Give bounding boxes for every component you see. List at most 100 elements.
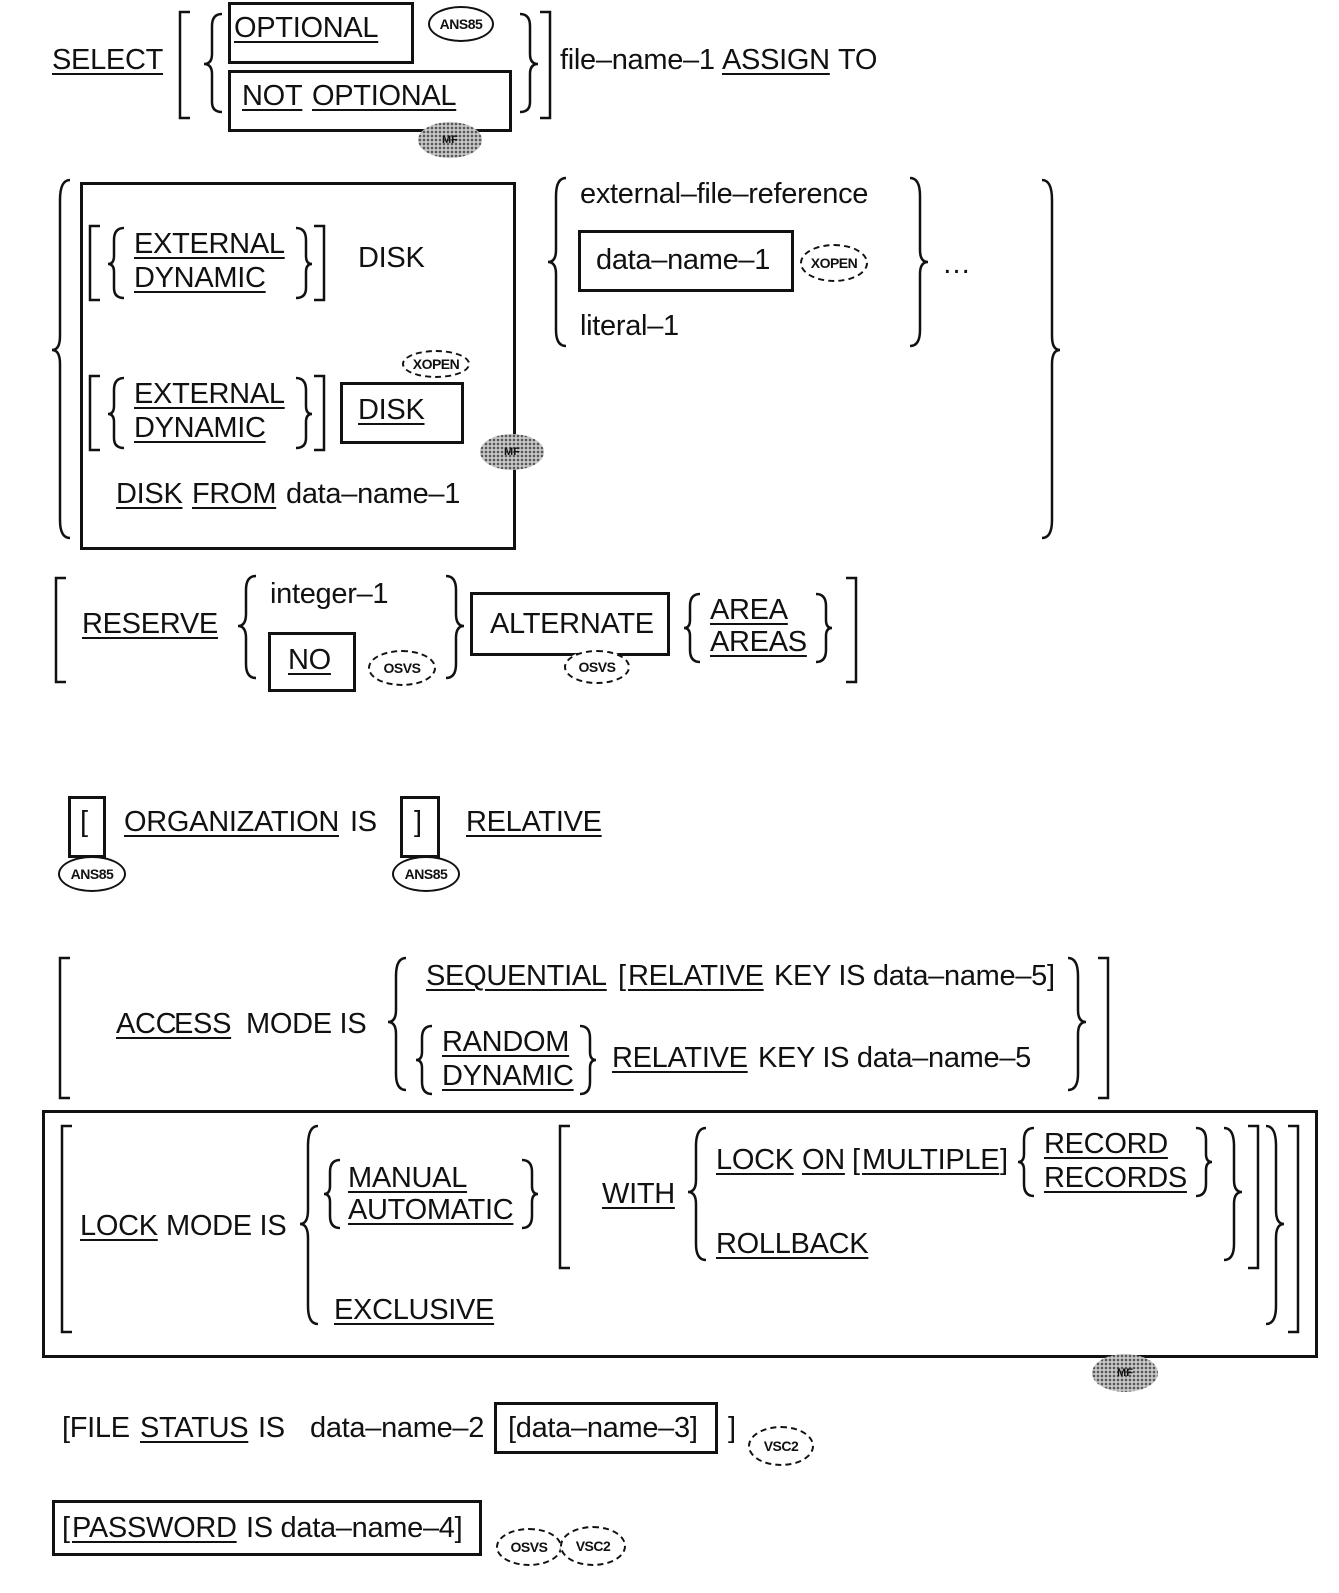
from-data-name: data–name–1 bbox=[286, 478, 461, 510]
mf-badge: MF bbox=[418, 122, 482, 158]
literal-1: literal–1 bbox=[580, 310, 679, 342]
password-open: [ bbox=[62, 1512, 70, 1544]
manual-keyword: MANUAL bbox=[348, 1162, 468, 1194]
sequential-keyword: SEQUENTIAL bbox=[426, 960, 607, 992]
data-name-2: data–name–2 bbox=[310, 1412, 485, 1444]
on-keyword: ON bbox=[802, 1144, 845, 1176]
disk-box bbox=[340, 382, 464, 444]
extref-close-brace bbox=[909, 176, 929, 348]
disk-2: DISK bbox=[358, 394, 425, 426]
no-keyword: NO bbox=[288, 644, 331, 676]
access-open-brace bbox=[387, 956, 407, 1092]
password-rest: IS data–name–4] bbox=[246, 1512, 463, 1544]
select-close-bracket bbox=[540, 10, 552, 120]
org-open-bracket: [ bbox=[80, 806, 88, 838]
records-keyword: RECORDS bbox=[1044, 1162, 1187, 1194]
ellipsis: … bbox=[942, 248, 971, 280]
integer-open-brace bbox=[237, 574, 257, 680]
no-box bbox=[268, 632, 356, 692]
external-2: EXTERNAL bbox=[134, 378, 285, 410]
select-open-brace bbox=[203, 12, 223, 114]
file-name: file–name–1 bbox=[560, 44, 715, 76]
extref-open-brace bbox=[547, 176, 567, 348]
areas-keyword: AREAS bbox=[710, 626, 807, 658]
access-mode-is: MODE IS bbox=[246, 1008, 367, 1040]
not-optional-box bbox=[228, 70, 512, 132]
password-keyword: PASSWORD bbox=[72, 1512, 237, 1544]
seq-key: KEY IS data–name–5] bbox=[774, 960, 1055, 992]
access-close-brace bbox=[1067, 956, 1087, 1092]
vsc2-badge-2: VSC2 bbox=[560, 1526, 626, 1566]
disk-1: DISK bbox=[358, 242, 425, 274]
access-ess: ESS bbox=[174, 1008, 232, 1040]
access-key: KEY IS data–name–5 bbox=[758, 1042, 1031, 1074]
optional-keyword: OPTIONAL bbox=[234, 12, 379, 44]
reserve-keyword: RESERVE bbox=[82, 608, 218, 640]
assign-open-brace bbox=[51, 178, 71, 540]
to-keyword: TO bbox=[838, 44, 878, 76]
mf-badge-3: MF bbox=[1092, 1354, 1158, 1392]
xopen-badge-1: XOPEN bbox=[402, 350, 470, 378]
integer-close-brace bbox=[445, 574, 465, 680]
multiple-open: [ bbox=[852, 1144, 860, 1176]
access-open-bracket bbox=[58, 956, 70, 1100]
password-box bbox=[52, 1500, 482, 1556]
reserve-close-bracket bbox=[846, 576, 858, 684]
select-keyword: SELECT bbox=[52, 44, 164, 76]
data-name-1: data–name–1 bbox=[596, 244, 771, 276]
lock-keyword: LOCK bbox=[80, 1210, 158, 1242]
area-keyword: AREA bbox=[710, 594, 788, 626]
record-keyword: RECORD bbox=[1044, 1128, 1168, 1160]
optional-box bbox=[228, 2, 414, 64]
disk-options-box bbox=[80, 182, 516, 550]
reserve-open-bracket bbox=[54, 576, 66, 684]
external-file-reference: external–file–reference bbox=[580, 178, 869, 210]
access-dynamic: DYNAMIC bbox=[442, 1060, 574, 1092]
vsc2-badge-1: VSC2 bbox=[748, 1426, 814, 1466]
file-status-close: ] bbox=[728, 1412, 736, 1444]
mf-badge-2: MF bbox=[480, 434, 544, 470]
alternate-box bbox=[470, 592, 670, 656]
org-close-bracket: ] bbox=[414, 806, 422, 838]
osvs-badge-2: OSVS bbox=[564, 650, 630, 684]
file-status-is: IS bbox=[258, 1412, 285, 1444]
external-1: EXTERNAL bbox=[134, 228, 285, 260]
ans85-badge-2: ANS85 bbox=[58, 856, 126, 892]
assign-close-brace bbox=[1041, 178, 1061, 540]
data-name-1-box bbox=[578, 230, 794, 292]
osvs-badge-3: OSVS bbox=[496, 1528, 562, 1566]
random-keyword: RANDOM bbox=[442, 1026, 570, 1058]
status-keyword: STATUS bbox=[140, 1412, 249, 1444]
lock-mode-is: MODE IS bbox=[166, 1210, 287, 1242]
dynamic-2: DYNAMIC bbox=[134, 412, 266, 444]
with-keyword: WITH bbox=[602, 1178, 675, 1210]
lock-on-lock: LOCK bbox=[716, 1144, 794, 1176]
disk-3: DISK bbox=[116, 478, 183, 510]
access-close-bracket bbox=[1098, 956, 1110, 1100]
random-close-brace bbox=[579, 1024, 597, 1096]
automatic-keyword: AUTOMATIC bbox=[348, 1194, 514, 1226]
ans85-badge: ANS85 bbox=[428, 6, 494, 42]
seq-open-bracket: [ bbox=[618, 960, 626, 992]
org-is: IS bbox=[350, 806, 377, 838]
relative-keyword: RELATIVE bbox=[466, 806, 602, 838]
select-open-bracket bbox=[178, 10, 190, 120]
file-status-prefix: [FILE bbox=[62, 1412, 130, 1444]
dynamic-1: DYNAMIC bbox=[134, 262, 266, 294]
data-name-3: [data–name–3] bbox=[508, 1412, 698, 1444]
seq-relative: RELATIVE bbox=[628, 960, 764, 992]
assign-keyword: ASSIGN bbox=[722, 44, 830, 76]
xopen-badge-2: XOPEN bbox=[800, 244, 868, 282]
multiple-close: ] bbox=[1000, 1144, 1008, 1176]
osvs-badge-1: OSVS bbox=[368, 650, 436, 686]
access-acc: ACC bbox=[116, 1008, 177, 1040]
data-name-3-box bbox=[494, 1402, 718, 1454]
ans85-badge-3: ANS85 bbox=[392, 856, 460, 892]
area-open-brace bbox=[683, 592, 701, 664]
rollback-keyword: ROLLBACK bbox=[716, 1228, 869, 1260]
not-optional-keyword: OPTIONAL bbox=[312, 80, 457, 112]
lock-box bbox=[42, 1110, 1318, 1358]
integer-1: integer–1 bbox=[270, 578, 389, 610]
not-keyword: NOT bbox=[242, 80, 303, 112]
from-keyword: FROM bbox=[192, 478, 277, 510]
